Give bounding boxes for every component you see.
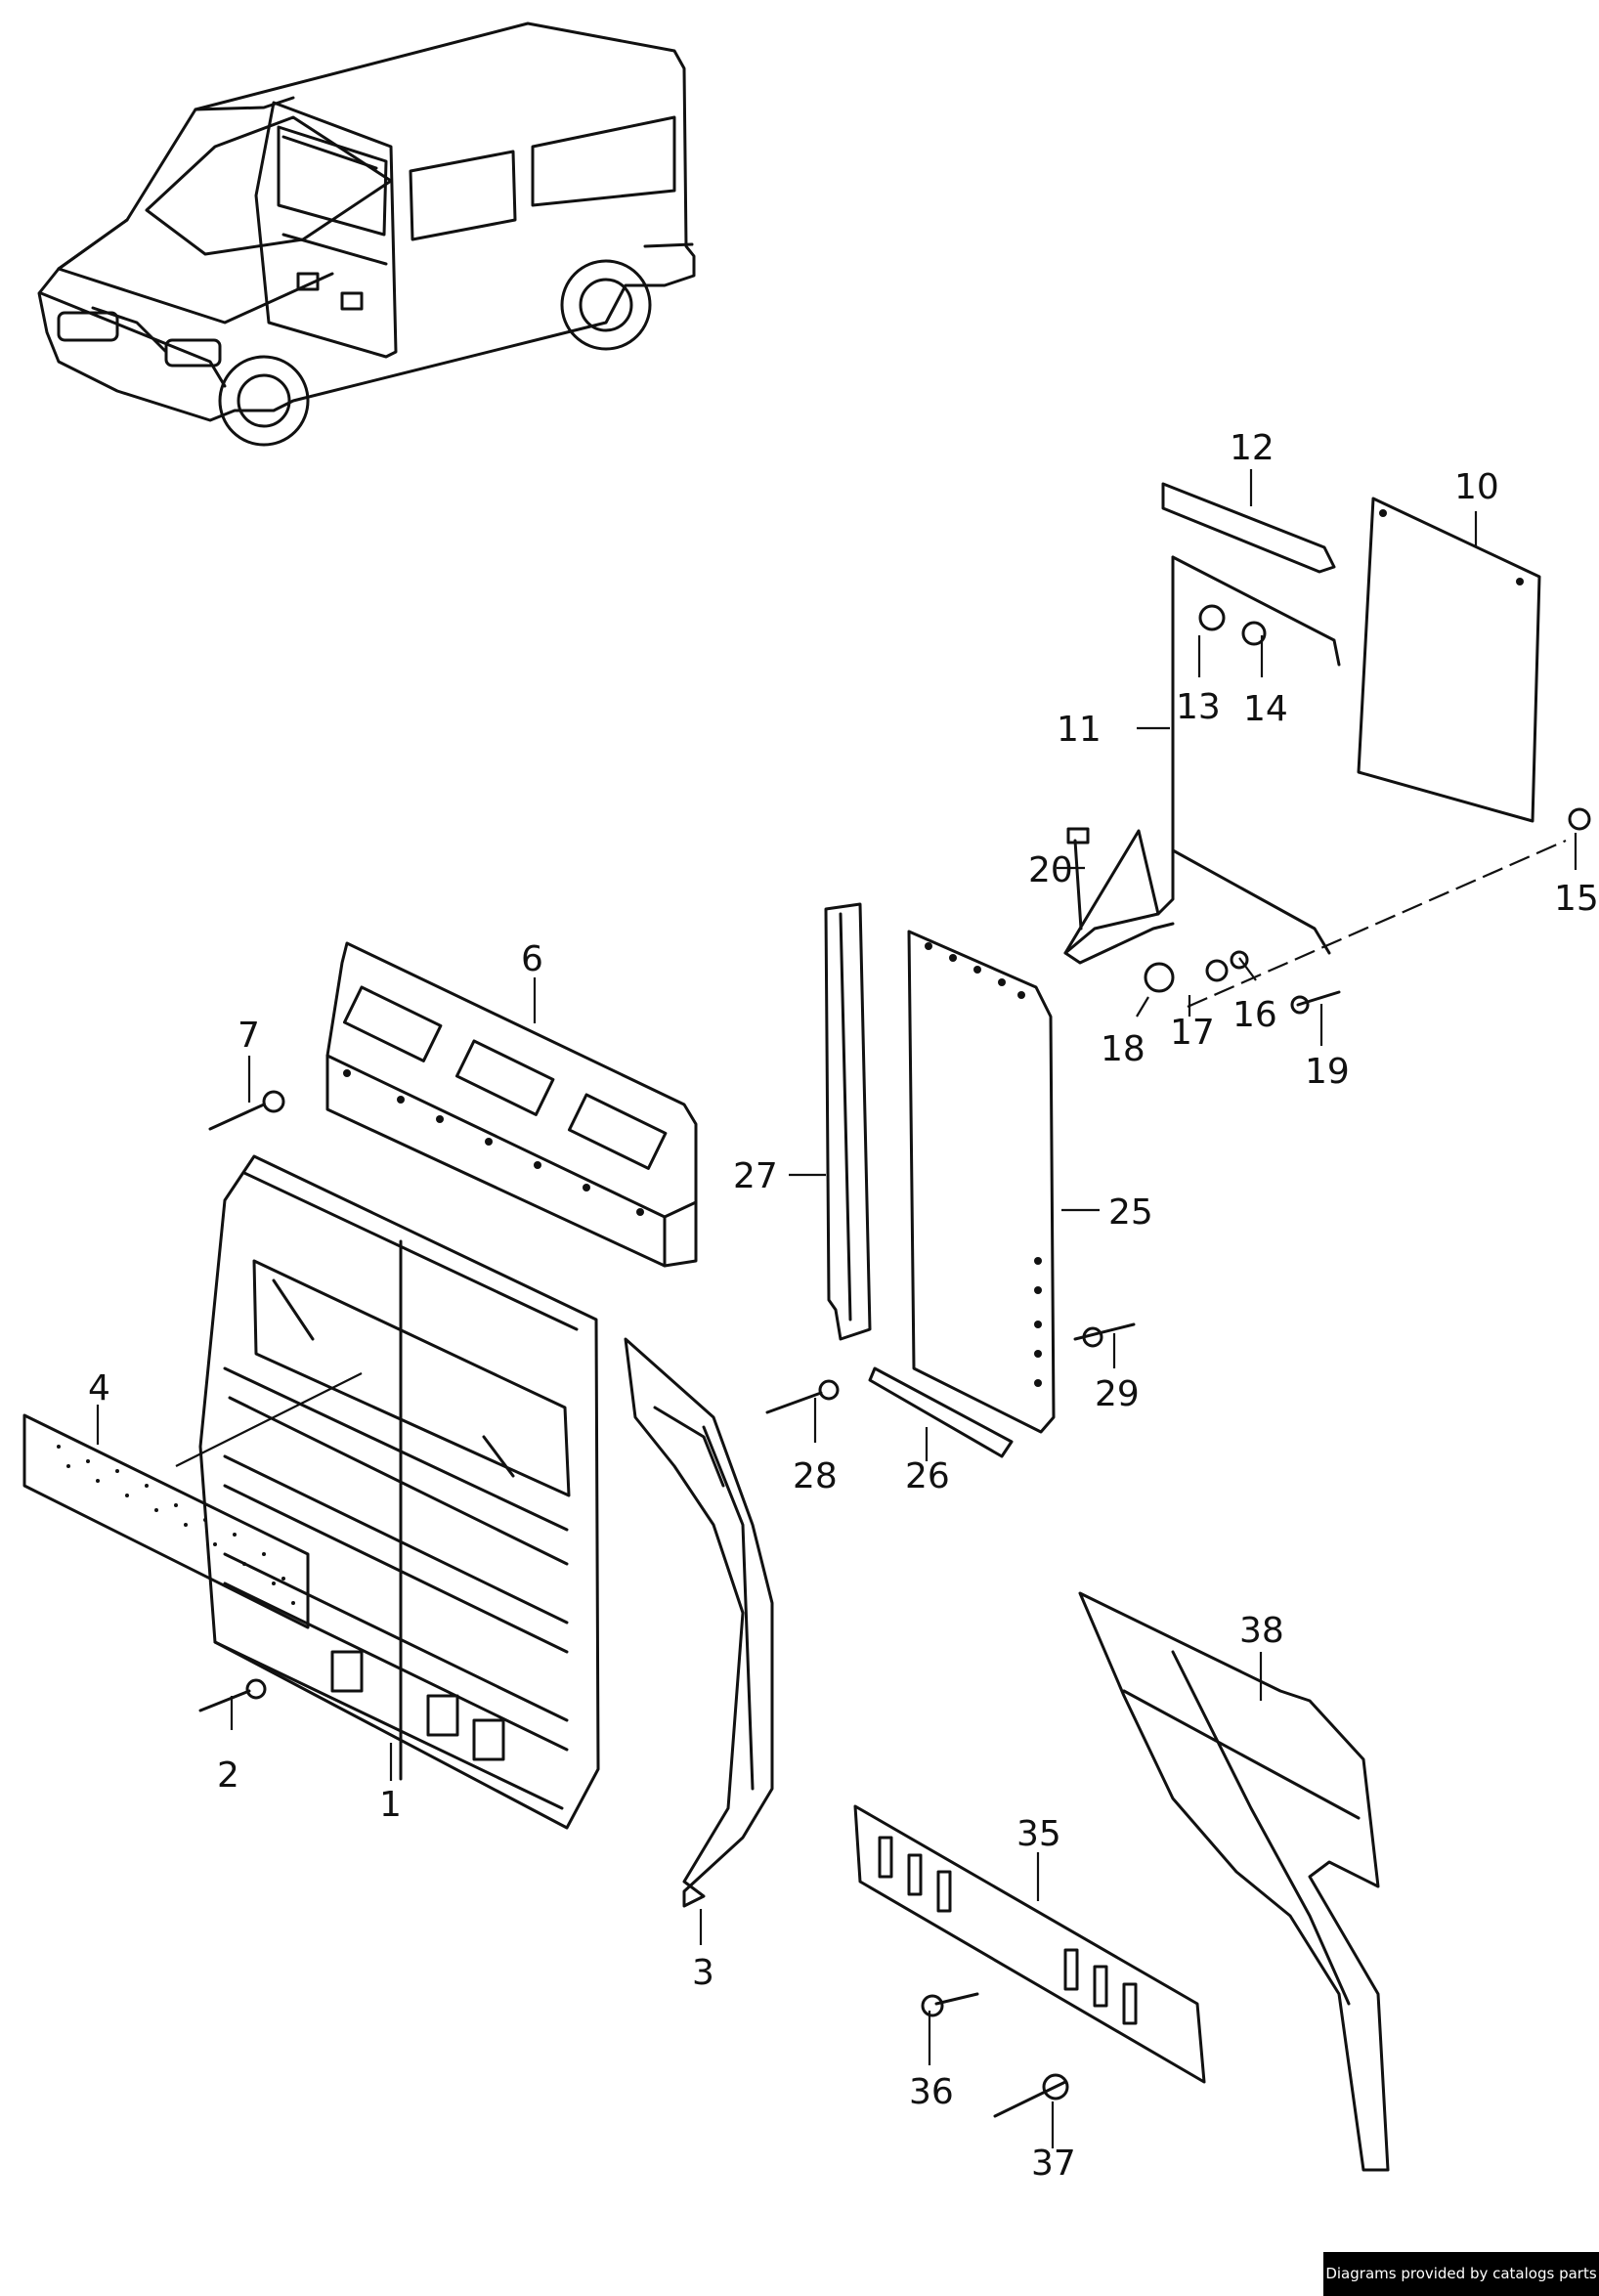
leader-lines	[96, 469, 1577, 2148]
van-overview-illustration	[37, 22, 696, 447]
part-35-lower-rail	[853, 1804, 1206, 2084]
part-38-lower-trim	[1078, 1591, 1390, 2172]
callout-labels: 1 2 3 4 6 7 10 11 12 13 14 15 16 17 18 1…	[88, 428, 1599, 2184]
callout-19: 19	[1305, 1052, 1350, 1092]
part-12-cap	[1161, 482, 1336, 574]
callout-2: 2	[217, 1755, 239, 1796]
callout-10: 10	[1454, 467, 1499, 507]
callout-38: 38	[1239, 1611, 1284, 1651]
callout-16: 16	[1232, 995, 1277, 1035]
callout-1: 1	[379, 1785, 402, 1825]
callout-13: 13	[1176, 687, 1221, 727]
callout-11: 11	[1057, 710, 1102, 750]
callout-7: 7	[238, 1016, 260, 1056]
callout-3: 3	[692, 1953, 714, 1993]
callout-35: 35	[1016, 1814, 1061, 1854]
callout-25: 25	[1108, 1192, 1153, 1233]
callout-20: 20	[1028, 850, 1073, 890]
part-25-side-panel	[907, 930, 1056, 1434]
callout-26: 26	[905, 1456, 950, 1496]
callout-12: 12	[1230, 428, 1275, 468]
callout-29: 29	[1095, 1374, 1140, 1414]
fastener-glyphs	[198, 604, 1591, 2118]
part-27-vertical-post	[824, 902, 872, 1341]
callout-4: 4	[88, 1368, 110, 1408]
part-26-bottom-strip	[868, 1366, 1014, 1458]
part-6-upper-frame	[325, 941, 698, 1268]
callout-27: 27	[733, 1156, 778, 1196]
part-3-side-reinforcement	[624, 1337, 774, 1908]
part-4-insulation-pad	[22, 1413, 310, 1629]
part-10-upper-panel	[1357, 497, 1541, 823]
callout-37: 37	[1031, 2144, 1076, 2184]
callout-15: 15	[1554, 879, 1599, 919]
credit-badge: Diagrams provided by catalogs parts	[1323, 2252, 1599, 2296]
callout-14: 14	[1243, 689, 1288, 729]
part-11-frame-bracket	[1063, 555, 1341, 965]
callout-17: 17	[1170, 1013, 1215, 1053]
callout-28: 28	[793, 1456, 838, 1496]
callout-18: 18	[1101, 1029, 1145, 1069]
callout-6: 6	[521, 939, 543, 979]
callout-36: 36	[909, 2072, 954, 2112]
part-1-partition-panel	[198, 1154, 600, 1830]
